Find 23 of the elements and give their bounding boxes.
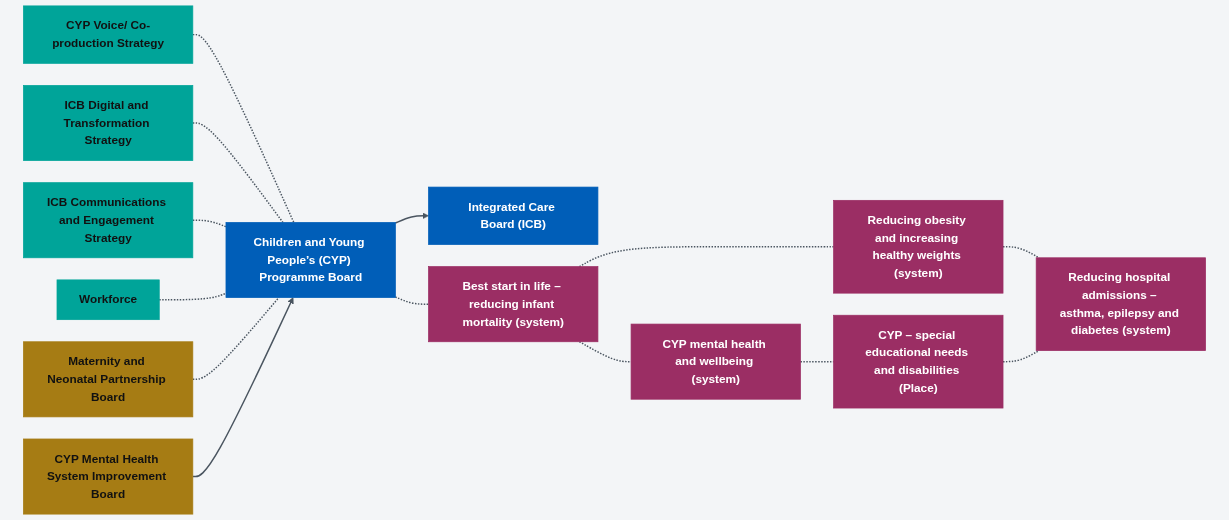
node-box: Integrated Care Board (ICB) — [428, 186, 599, 245]
node-box: Children and Young People’s (CYP) Programme Board — [225, 222, 396, 298]
node-box: ICB Communications and Engagement Strategy — [23, 182, 194, 259]
node-box: CYP Voice/ Co-production Strategy — [23, 5, 194, 64]
arrow — [394, 212, 429, 224]
node-box: Maternity and Neonatal Partnership Board — [23, 341, 194, 418]
node-box: Best start in life – reducing infant mortality (system) — [428, 266, 599, 343]
connector — [192, 33, 295, 224]
arrow — [192, 297, 294, 478]
connector — [394, 296, 430, 305]
node-box: Reducing hospital admissions – asthma, epilepsy and diabetes (system) — [1035, 257, 1206, 351]
node-box: Reducing obesity and increasing healthy weights (system) — [833, 199, 1004, 294]
connector — [578, 341, 632, 363]
node-box: Workforce — [56, 279, 160, 321]
connector — [192, 296, 280, 381]
node-box: CYP – special educational needs and disabilities (Place) — [833, 314, 1004, 409]
connector — [192, 219, 227, 228]
node-box: CYP Mental Health System Improvement Board — [23, 438, 194, 515]
node-box: CYP mental health and wellbeing (system) — [630, 323, 801, 400]
connector — [1002, 246, 1040, 259]
node-box: ICB Digital and Transformation Strategy — [23, 85, 194, 161]
connector — [1002, 349, 1040, 363]
connector — [192, 122, 284, 224]
